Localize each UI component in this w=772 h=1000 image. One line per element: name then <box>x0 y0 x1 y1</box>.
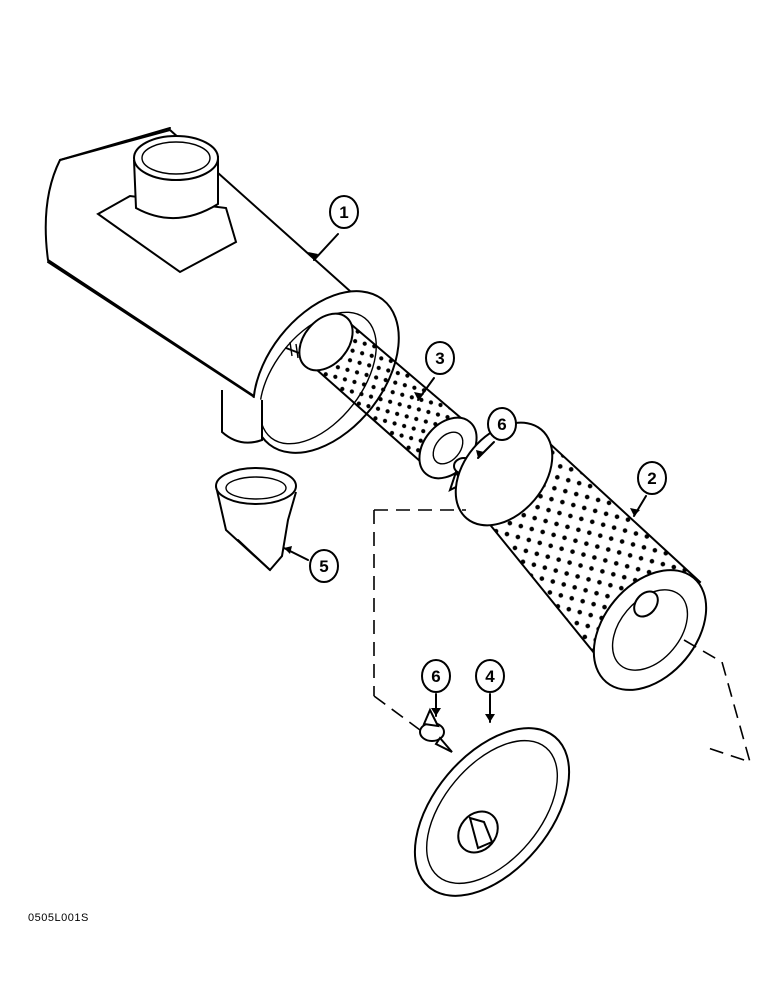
dust-unloader-valve <box>215 467 297 572</box>
callout-6-upper: 6 <box>476 407 517 459</box>
callout-4: 4 <box>475 659 505 723</box>
outer-filter-element <box>454 421 708 691</box>
callout-2-label: 2 <box>647 469 656 488</box>
end-cover <box>413 727 571 897</box>
wing-nut-lower-icon <box>419 707 453 753</box>
callout-5-label: 5 <box>319 557 328 576</box>
callout-4-label: 4 <box>485 667 495 686</box>
callout-3-label: 3 <box>435 349 444 368</box>
housing-body <box>44 127 400 454</box>
callout-2: 2 <box>630 461 667 517</box>
callout-6a-label: 6 <box>497 415 506 434</box>
callout-1: 1 <box>308 195 359 261</box>
callout-6-lower: 6 <box>421 659 451 717</box>
assembly-dashed-lines <box>373 509 752 764</box>
figure-code: 0505L001S <box>28 912 89 924</box>
callout-6b-label: 6 <box>431 667 440 686</box>
callout-5: 5 <box>283 546 339 583</box>
callout-3: 3 <box>414 341 455 401</box>
callout-1-label: 1 <box>339 203 348 222</box>
